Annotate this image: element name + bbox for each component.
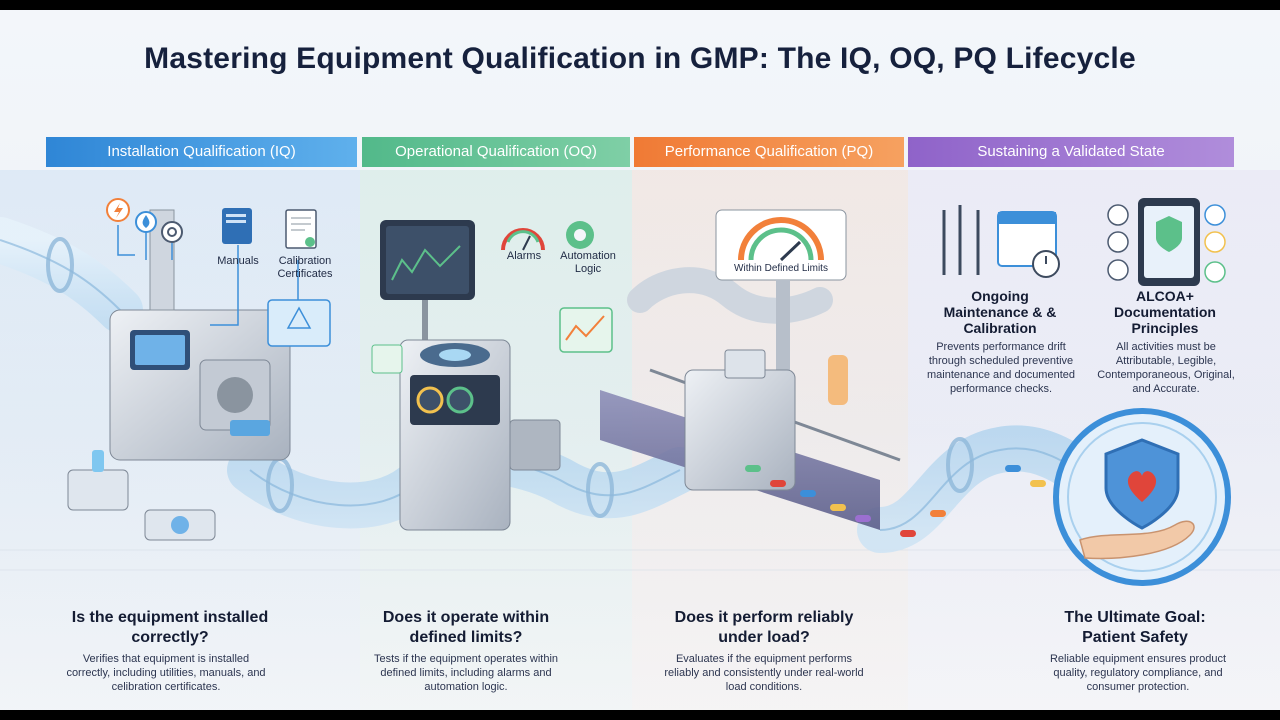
header-pq: Performance Qualification (PQ) <box>634 137 904 167</box>
question-goal: The Ultimate Goal: Patient Safety <box>1064 609 1206 646</box>
gauge-icon <box>501 228 545 251</box>
label-within-defined-limits: Within Defined Limits <box>734 263 828 274</box>
maintenance-description: Prevents performance drift through sched… <box>927 341 1075 395</box>
label-calibration-certificates: Calibration Certificates <box>277 255 333 280</box>
question-iq: Is the equipment installed correctly? <box>71 609 269 646</box>
lifecycle-illustration <box>0 198 1280 586</box>
manual-book-icon <box>222 208 252 244</box>
header-oq: Operational Qualification (OQ) <box>362 137 630 167</box>
header-sustain: Sustaining a Validated State <box>908 137 1234 167</box>
automation-gear-icon <box>566 221 594 249</box>
iq-machine <box>109 209 291 461</box>
alcoa-description: All activities must be Attributable, Leg… <box>1097 341 1235 395</box>
page-title: Mastering Equipment Qualification in GMP… <box>144 42 1136 75</box>
question-pq: Does it perform reliably under load? <box>674 609 854 646</box>
description-pq: Evaluates if the equipment performs reli… <box>664 653 864 693</box>
certificate-icon <box>285 209 317 249</box>
description-iq: Verifies that equipment is installed cor… <box>66 653 266 693</box>
description-oq: Tests if the equipment operates within d… <box>373 653 559 693</box>
tools-icon <box>942 205 980 275</box>
infographic: Mastering Equipment Qualification in GMP… <box>0 10 1280 710</box>
calendar-clock-icon <box>997 211 1060 278</box>
gear-icon <box>161 221 183 243</box>
oq-machine <box>380 220 561 531</box>
tablet-checklist-icon <box>1107 198 1226 286</box>
header-iq: Installation Qualification (IQ) <box>46 137 357 167</box>
question-oq: Does it operate within defined limits? <box>382 609 550 646</box>
power-icon <box>106 198 130 222</box>
label-automation-logic: Automation Logic <box>560 250 616 275</box>
description-goal: Reliable equipment ensures product quali… <box>1049 653 1227 693</box>
alcoa-title: ALCOA+ Documentation Principles <box>1114 288 1216 336</box>
maintenance-title: Ongoing Maintenance & & Calibration <box>943 288 1057 336</box>
label-alarms: Alarms <box>506 250 542 262</box>
water-drop-icon <box>135 211 157 233</box>
shield-heart-icon <box>1053 408 1231 586</box>
label-manuals: Manuals <box>217 255 259 267</box>
